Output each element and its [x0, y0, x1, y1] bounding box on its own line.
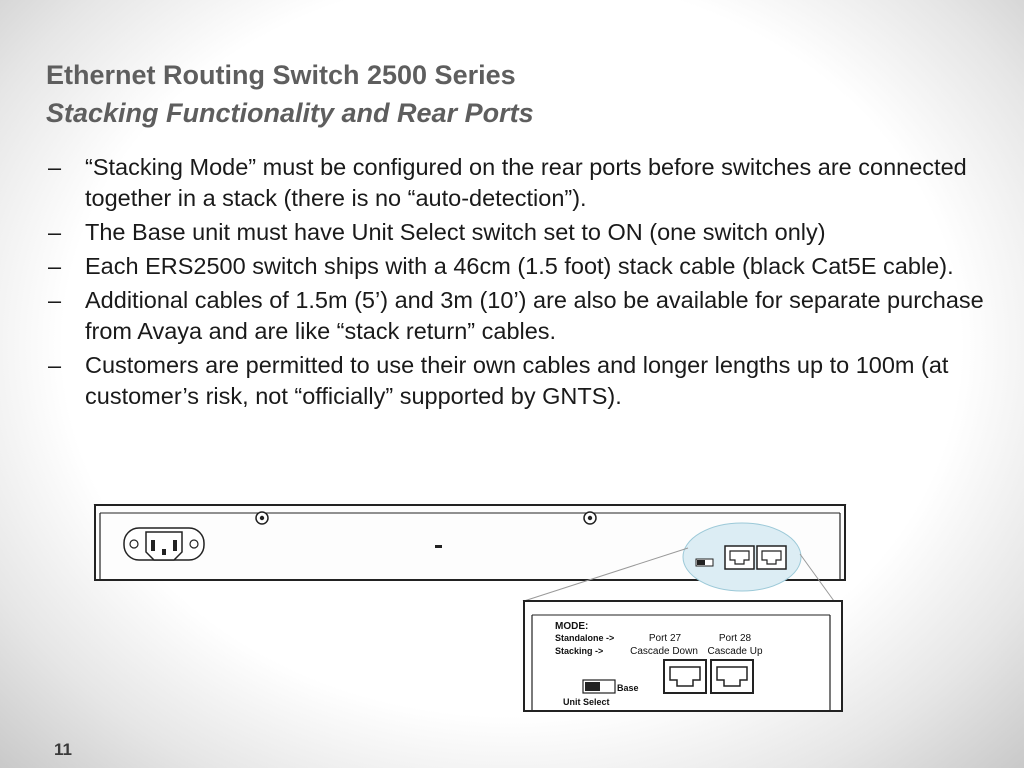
bullet-marker: –: [48, 287, 62, 313]
bullet-item: –Additional cables of 1.5m (5’) and 3m (…: [48, 285, 988, 347]
bullet-marker: –: [48, 154, 62, 180]
bullet-marker: –: [48, 253, 62, 279]
callout-line: [523, 547, 689, 602]
unit-select-switch-icon: [695, 558, 714, 567]
bullet-text: Each ERS2500 switch ships with a 46cm (1…: [85, 253, 954, 279]
bullet-item: –The Base unit must have Unit Select swi…: [48, 217, 988, 248]
bullet-item: –“Stacking Mode” must be configured on t…: [48, 152, 988, 214]
bullet-text: “Stacking Mode” must be configured on th…: [85, 154, 967, 211]
bullet-text: Customers are permitted to use their own…: [85, 352, 949, 409]
ethernet-port-icon: [756, 545, 787, 570]
slide-title: Ethernet Routing Switch 2500 Series: [46, 60, 516, 90]
bullet-item: –Each ERS2500 switch ships with a 46cm (…: [48, 251, 988, 282]
bullet-marker: –: [48, 219, 62, 245]
ethernet-port-icon: [724, 545, 755, 570]
mode-label: MODE:: [555, 621, 588, 632]
panel-marking: [435, 545, 442, 548]
bullet-item: –Customers are permitted to use their ow…: [48, 350, 988, 412]
power-socket-icon: [123, 527, 205, 561]
mounting-screw-icon: [583, 511, 597, 525]
callout-line: [799, 553, 835, 602]
mounting-screw-icon: [255, 511, 269, 525]
standalone-label: Standalone ->: [555, 633, 614, 643]
bullet-text: Additional cables of 1.5m (5’) and 3m (1…: [85, 287, 984, 344]
port28-desc: Cascade Up: [707, 646, 762, 657]
unit-select-switch-icon: [582, 679, 616, 694]
unit-select-label: Unit Select: [563, 697, 610, 707]
ethernet-port-icon: [710, 659, 754, 694]
bullet-list: –“Stacking Mode” must be configured on t…: [48, 152, 988, 415]
ethernet-port-icon: [663, 659, 707, 694]
bullet-text: The Base unit must have Unit Select swit…: [85, 219, 826, 245]
port27-label: Port 27: [649, 633, 682, 644]
port27-desc: Cascade Down: [630, 646, 698, 657]
base-label: Base: [617, 683, 639, 693]
port28-label: Port 28: [719, 633, 752, 644]
slide-subtitle: Stacking Functionality and Rear Ports: [46, 98, 534, 128]
bullet-marker: –: [48, 352, 62, 378]
page-number: 11: [54, 740, 72, 759]
stacking-label: Stacking ->: [555, 646, 603, 656]
